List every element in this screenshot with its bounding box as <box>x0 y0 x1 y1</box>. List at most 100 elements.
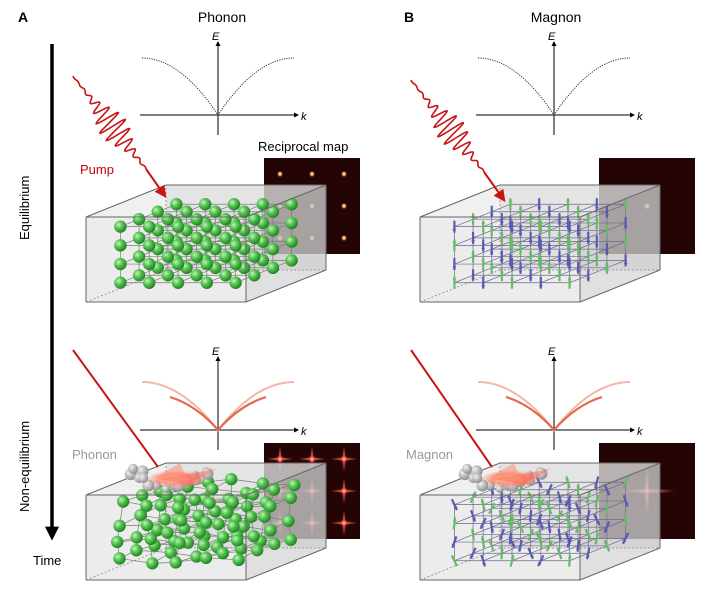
spin-arrowhead <box>605 261 609 266</box>
atom <box>190 231 203 245</box>
bragg-peak <box>341 203 347 209</box>
spin-arrowhead <box>539 525 544 530</box>
lattice-bond <box>530 508 550 517</box>
box-edge <box>579 184 661 218</box>
spin-arrowhead <box>518 270 523 274</box>
atom <box>132 250 146 263</box>
lattice-bond <box>483 534 502 543</box>
spin-arrowhead <box>540 499 544 504</box>
reciprocal-map-label: Reciprocal map <box>258 139 348 154</box>
lattice-bond <box>588 248 608 257</box>
spin-arrowhead <box>587 491 591 496</box>
spin-arrowhead <box>518 205 523 210</box>
atom <box>193 526 206 539</box>
lattice-bond <box>606 538 626 547</box>
spin-arrowhead <box>491 503 495 507</box>
lattice-bond <box>454 218 474 227</box>
spin-arrowhead <box>508 235 513 240</box>
spin-arrowhead <box>499 231 504 236</box>
excitation-flash <box>490 463 522 481</box>
lattice-bond <box>472 526 492 535</box>
atom <box>240 500 254 513</box>
spin-arrowhead <box>604 528 608 533</box>
atom <box>130 544 143 557</box>
atom <box>229 220 242 233</box>
spin-arrowhead <box>518 232 523 237</box>
spin-arrowhead <box>557 221 562 226</box>
lattice-bond <box>559 489 579 498</box>
atom <box>285 198 298 211</box>
bragg-peak <box>309 171 315 177</box>
spin-arrowhead <box>623 262 628 267</box>
atom <box>244 510 258 524</box>
atom <box>237 205 251 218</box>
lattice-bond <box>472 508 492 517</box>
spin-arrowhead <box>586 250 591 255</box>
dispersion-phonon-equilibrium: E k <box>140 31 307 135</box>
spin-arrowhead <box>547 261 552 266</box>
energy-axis-label: E <box>212 346 220 358</box>
lattice-bond <box>483 515 502 524</box>
atom <box>248 231 261 245</box>
lattice-bond <box>559 211 579 220</box>
lattice-bond <box>578 519 597 528</box>
lattice-bond <box>606 500 626 509</box>
spin-arrowhead <box>606 491 610 496</box>
spin-arrowhead <box>576 270 581 274</box>
spin-arrowhead <box>567 507 572 511</box>
spin-arrowhead <box>576 483 581 488</box>
spin-arrowhead <box>500 547 504 551</box>
lattice-bond <box>569 552 589 562</box>
atom <box>132 231 146 245</box>
atom <box>264 524 277 537</box>
spin-arrowhead <box>452 229 457 233</box>
atom <box>232 553 245 567</box>
lattice-bond <box>530 267 550 276</box>
lattice-bond <box>520 203 540 213</box>
spin-arrowhead <box>528 213 533 217</box>
atom <box>113 519 126 533</box>
atom <box>190 212 203 226</box>
spin-arrowhead <box>557 269 562 273</box>
time-label: Time <box>33 553 61 568</box>
lattice-bond <box>559 508 579 517</box>
atom <box>285 216 298 230</box>
lattice-bond <box>540 515 560 524</box>
spin-arrowhead <box>538 258 543 262</box>
spin-arrowhead <box>557 231 562 236</box>
lattice-bond <box>472 230 492 239</box>
atom <box>170 198 183 211</box>
panel-a-title: Phonon <box>198 9 246 25</box>
spin-arrowhead <box>565 476 570 481</box>
atom <box>161 269 175 282</box>
spin-arrowhead <box>471 250 475 255</box>
atom <box>140 499 153 512</box>
lattice-bond <box>501 489 521 498</box>
spin-arrowhead <box>510 239 514 243</box>
spin-arrowhead <box>566 517 571 522</box>
atom <box>248 250 261 263</box>
energy-axis-label: E <box>212 31 220 43</box>
spin-arrowhead <box>566 198 570 202</box>
atom <box>225 472 238 486</box>
atom <box>219 231 232 245</box>
spin-arrowhead <box>481 247 486 252</box>
spin-arrowhead <box>510 554 515 559</box>
spin-arrowhead <box>528 240 533 244</box>
spin-arrowhead <box>480 536 485 540</box>
bragg-peak <box>341 171 347 177</box>
lattice-bond <box>578 481 597 491</box>
atom <box>256 198 269 211</box>
lattice-bond <box>511 218 531 227</box>
spin-arrowhead <box>538 562 542 567</box>
spin-arrowhead <box>538 285 543 289</box>
momentum-axis-label: k <box>301 426 307 438</box>
bragg-peak <box>277 171 283 177</box>
spin-arrowhead <box>565 513 570 518</box>
atom <box>219 212 232 226</box>
spin-arrowhead <box>567 266 572 271</box>
spin-arrowhead <box>576 548 580 552</box>
lattice-bond <box>520 481 540 491</box>
momentum-axis-label: k <box>637 426 643 438</box>
spin-arrowhead <box>605 502 609 507</box>
